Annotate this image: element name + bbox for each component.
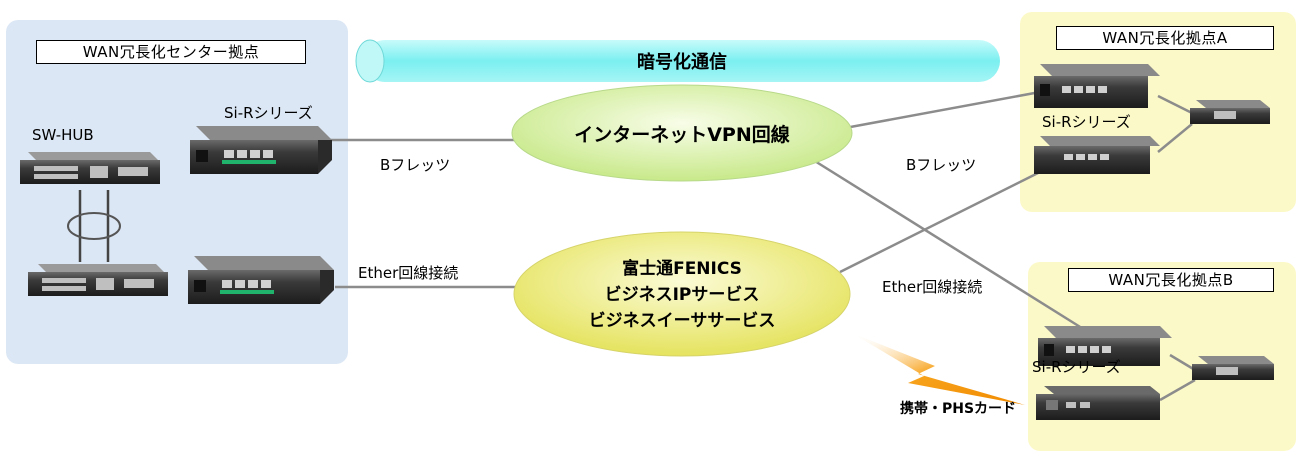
encryption-banner-label: 暗号化通信 (637, 52, 727, 73)
site-a-router-label: Si-Rシリーズ (1042, 113, 1131, 131)
stack-link-ring (67, 212, 121, 240)
center-site-label: WAN冗長化センター拠点 (36, 40, 306, 64)
line-vpn-to-site-b-router (809, 156, 1086, 332)
line-vpn-to-site-a-router1 (844, 90, 1041, 130)
encryption-banner (355, 39, 1000, 83)
center-site-region (6, 20, 348, 364)
site-b-si-r-router (1038, 326, 1172, 366)
center-si-r-router-1 (190, 126, 332, 174)
site-a-switch (1190, 100, 1270, 124)
wireless-bolt-icon (852, 333, 1025, 405)
line-a-router1-to-switch (1157, 94, 1193, 115)
line-b-mobile-to-switch (1159, 378, 1196, 402)
bflets-right-label: Bフレッツ (906, 156, 977, 174)
fenics-line-3: ビジネスイーササービス (588, 311, 776, 331)
line-fenics-to-site-a-router2 (839, 170, 1041, 274)
sw-hub-switch-1 (20, 152, 160, 184)
sw-hub-switch-2 (28, 264, 168, 296)
connection-lines (78, 90, 1196, 402)
fenics-line-2: ビジネスIPサービス (604, 285, 760, 305)
center-router-label: Si-Rシリーズ (224, 104, 313, 122)
internet-vpn-label: インターネットVPN回線 (574, 124, 790, 146)
internet-vpn-ellipse (511, 84, 853, 182)
site-b-mobile-router (1036, 386, 1160, 420)
site-a-si-r-router-1 (1034, 64, 1160, 108)
ether-right-label: Ether回線接続 (882, 278, 983, 296)
site-b-label: WAN冗長化拠点B (1068, 268, 1274, 292)
site-a-si-r-router-2 (1034, 136, 1160, 174)
fenics-line-1: 富士通FENICS (622, 259, 742, 279)
line-b-router-to-switch (1169, 353, 1196, 372)
site-b-router-label: Si-Rシリーズ (1032, 358, 1121, 376)
site-a-label: WAN冗長化拠点A (1056, 26, 1274, 50)
mobile-card-label: 携帯・PHSカード (900, 401, 1017, 417)
fenics-label: 富士通FENICS ビジネスIPサービス ビジネスイーササービス (514, 256, 850, 334)
fenics-ellipse (513, 231, 851, 357)
line-a-router2-to-switch (1157, 123, 1193, 153)
center-si-r-router-2 (188, 256, 334, 304)
sw-hub-label: SW-HUB (32, 126, 94, 144)
site-b-switch (1192, 356, 1274, 380)
ether-left-label: Ether回線接続 (358, 264, 459, 282)
bflets-left-label: Bフレッツ (380, 156, 451, 174)
